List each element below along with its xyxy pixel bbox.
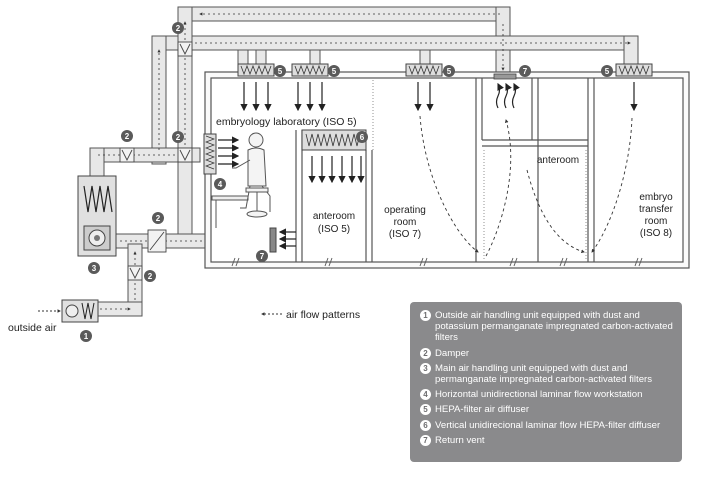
legend-text: Outside air handling unit equipped with … xyxy=(435,310,673,344)
operating-room-label: operating xyxy=(384,205,426,216)
svg-text:7: 7 xyxy=(523,67,528,76)
svg-text:5: 5 xyxy=(332,67,337,76)
air-flow-patterns-label: air flow patterns xyxy=(286,309,360,321)
hepa-diffuser xyxy=(291,63,329,77)
legend-item: 5 HEPA-filter air diffuser xyxy=(420,404,674,416)
return-vent-bottom xyxy=(269,227,277,253)
building-wall-inner xyxy=(210,77,684,263)
room-labels: embryology laboratory (ISO 5) anteroom (… xyxy=(8,116,674,334)
svg-text:2: 2 xyxy=(176,24,181,33)
operating-room-iso: (ISO 7) xyxy=(389,229,421,240)
legend-panel: 1 Outside air handling unit equipped wit… xyxy=(410,302,682,462)
svg-text:2: 2 xyxy=(148,272,153,281)
supply-flow-arrows xyxy=(218,82,638,250)
vertical-laminar-diffuser xyxy=(301,129,367,151)
badge-2: 2 xyxy=(172,22,184,34)
hepa-diffuser xyxy=(615,63,653,77)
legend-item: 4 Horizontal unidirectional laminar flow… xyxy=(420,389,674,401)
hepa-diffuser xyxy=(405,63,443,77)
floor-break-marks xyxy=(231,257,643,267)
badge-2: 2 xyxy=(152,212,164,224)
hepa-diffusers xyxy=(237,63,653,77)
badge-2: 2 xyxy=(121,130,133,142)
anteroom-left-label: anteroom xyxy=(313,211,355,222)
badge-5: 5 xyxy=(601,65,613,77)
legend-number: 1 xyxy=(420,310,431,321)
embryology-lab-label: embryology laboratory (ISO 5) xyxy=(216,116,357,128)
outside-air-handling-unit xyxy=(61,299,99,323)
badge-7: 7 xyxy=(256,250,268,262)
legend-item: 2 Damper xyxy=(420,347,674,359)
duct-second-right-drop xyxy=(623,35,639,67)
badge-5: 5 xyxy=(443,65,455,77)
legend-text: Main air handling unit equipped with dus… xyxy=(435,362,653,386)
legend-number: 6 xyxy=(420,419,431,431)
legend-item: 3 Main air handling unit equipped with d… xyxy=(420,362,674,386)
embryo-transfer-label-3: room xyxy=(645,216,668,227)
svg-text:5: 5 xyxy=(447,67,452,76)
legend-number: 3 xyxy=(420,362,431,374)
outside-air-label: outside air xyxy=(8,322,57,334)
lab-worker-figure xyxy=(232,132,271,218)
legend-text: HEPA-filter air diffuser xyxy=(435,404,530,416)
legend-text: Vertical unidirecional laminar flow HEPA… xyxy=(435,419,661,431)
embryo-transfer-iso: (ISO 8) xyxy=(640,228,672,239)
badge-6: 6 xyxy=(356,131,368,143)
legend-item: 7 Return vent xyxy=(420,434,674,446)
badge-4: 4 xyxy=(214,178,226,190)
anteroom-right-label: anteroom xyxy=(537,155,579,166)
return-vent-top xyxy=(493,73,517,80)
badge-2: 2 xyxy=(172,131,184,143)
badge-7: 7 xyxy=(519,65,531,77)
svg-text:1: 1 xyxy=(84,332,89,341)
badge-5: 5 xyxy=(274,65,286,77)
badge-5: 5 xyxy=(328,65,340,77)
embryo-transfer-label-2: transfer xyxy=(639,204,674,215)
svg-text:2: 2 xyxy=(125,132,130,141)
svg-text:4: 4 xyxy=(218,180,223,189)
legend-text: Return vent xyxy=(435,434,485,446)
svg-text:2: 2 xyxy=(176,133,181,142)
legend-number: 5 xyxy=(420,404,431,416)
dampers xyxy=(119,41,193,281)
svg-text:5: 5 xyxy=(278,67,283,76)
return-flow-arrows xyxy=(495,82,520,109)
svg-text:5: 5 xyxy=(605,67,610,76)
svg-text:6: 6 xyxy=(360,133,365,142)
legend-text: Damper xyxy=(435,347,470,359)
badge-1: 1 xyxy=(80,330,92,342)
svg-text:2: 2 xyxy=(156,214,161,223)
svg-text:7: 7 xyxy=(260,252,265,261)
badge-2: 2 xyxy=(144,270,156,282)
laminar-flow-workstation xyxy=(203,133,249,228)
legend-item: 6 Vertical unidirecional laminar flow HE… xyxy=(420,419,674,431)
hepa-diffuser xyxy=(237,63,275,77)
legend-item: 1 Outside air handling unit equipped wit… xyxy=(420,310,674,344)
legend-number: 7 xyxy=(420,434,431,446)
badge-3: 3 xyxy=(88,262,100,274)
duct-ahu-top-drop xyxy=(89,147,105,179)
main-air-handling-unit xyxy=(77,175,117,257)
anteroom-left-iso: (ISO 5) xyxy=(318,224,350,235)
building xyxy=(204,71,690,269)
operating-room-label-2: room xyxy=(394,217,417,228)
legend-number: 2 xyxy=(420,347,431,359)
legend-text: Horizontal unidirectional laminar flow w… xyxy=(435,389,643,401)
svg-text:3: 3 xyxy=(92,264,97,273)
legend-number: 4 xyxy=(420,389,431,401)
dashed-flow-paths xyxy=(419,115,633,257)
embryo-transfer-label: embryo xyxy=(639,192,673,203)
number-badges: 1 2 2 2 2 2 3 4 5 5 5 5 6 7 7 xyxy=(80,22,613,342)
